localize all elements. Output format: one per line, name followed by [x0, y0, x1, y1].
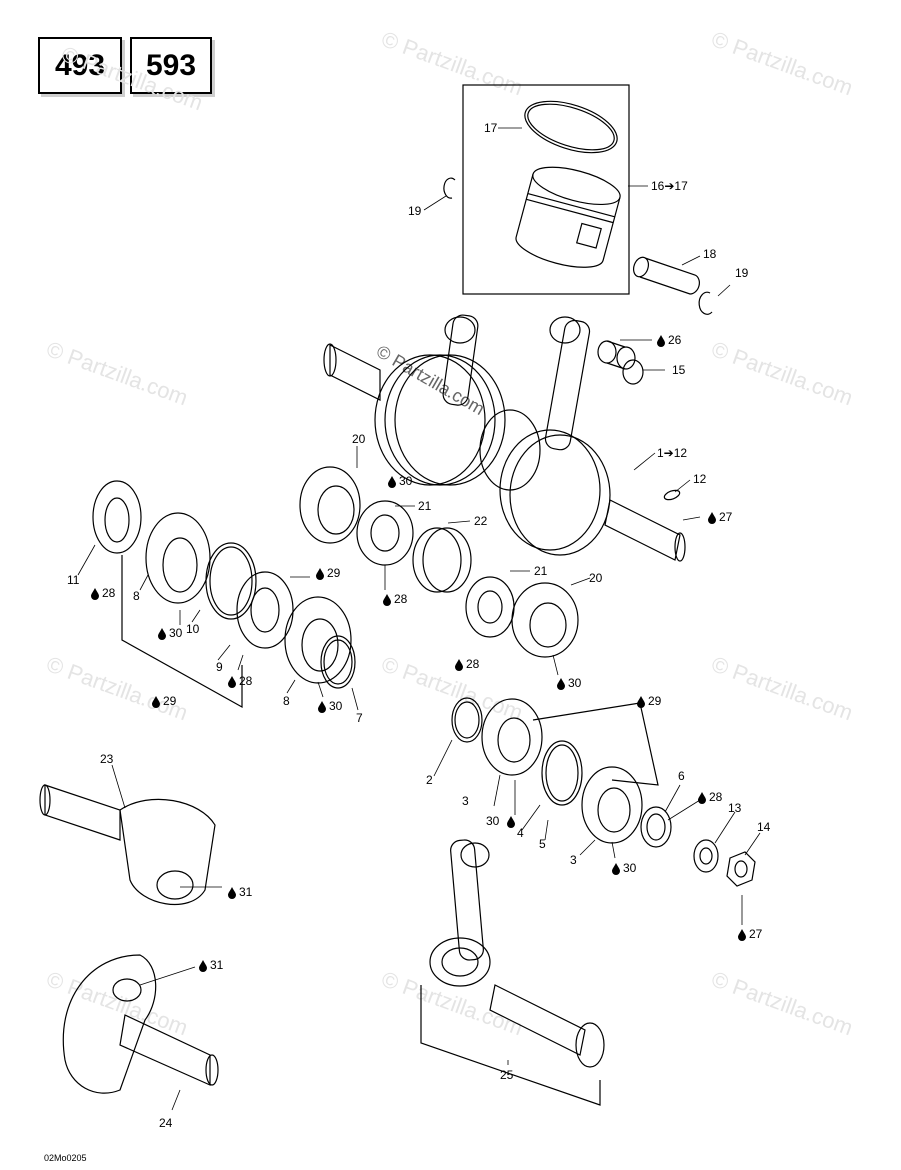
piston-pin: [632, 256, 700, 295]
callout-labels: 17 16➔17 19 18 19 26 15 1➔12 12 27 20 30…: [67, 121, 771, 1130]
callout-11: 11: [67, 573, 80, 587]
callout-28: 28: [466, 657, 480, 671]
callout-6: 6: [678, 769, 685, 783]
callout-31: 31: [239, 885, 253, 899]
ball-bearing: [511, 582, 579, 658]
group-bracket: [420, 985, 601, 1106]
retaining-ring: [320, 635, 356, 689]
piston-kit-box: [462, 84, 630, 295]
callout-3: 3: [570, 853, 577, 867]
drive-gear: [412, 527, 472, 593]
callout-10: 10: [186, 622, 200, 636]
retaining-ring: [205, 542, 257, 620]
group-bracket: [532, 702, 659, 786]
callout-30: 30: [568, 676, 582, 690]
callout-5: 5: [539, 837, 546, 851]
callout-2: 2: [426, 773, 433, 787]
watermark: © Partzilla.com: [43, 966, 191, 1040]
circlip: [698, 291, 713, 315]
callout-30: 30: [169, 626, 183, 640]
callout-29: 29: [163, 694, 177, 708]
oil-seal: [236, 571, 294, 649]
callout-28: 28: [102, 586, 116, 600]
callout-1: 1➔12: [657, 446, 687, 460]
crankshaft-assembly: [323, 314, 686, 562]
woodruff-key: [663, 489, 681, 501]
model-493-badge: 493: [38, 37, 122, 94]
callout-28: 28: [239, 674, 253, 688]
ball-bearing: [145, 512, 211, 604]
callout-12: 12: [693, 472, 707, 486]
watermark: © Partzilla.com: [58, 41, 206, 115]
callout-28: 28: [394, 592, 408, 606]
watermark: © Partzilla.com: [708, 651, 856, 725]
piston: [515, 166, 621, 268]
callout-7: 7: [356, 711, 363, 725]
callout-27: 27: [719, 510, 733, 524]
callout-22: 22: [474, 514, 488, 528]
watermark: © Partzilla.com: [43, 336, 191, 410]
callout-17: 17: [484, 121, 498, 135]
callout-19: 19: [735, 266, 749, 280]
callout-28: 28: [709, 790, 723, 804]
callout-19: 19: [408, 204, 422, 218]
callout-21: 21: [418, 499, 432, 513]
callout-8: 8: [133, 589, 140, 603]
group-bracket: [121, 555, 243, 709]
retaining-ring: [541, 740, 583, 806]
ball-bearing: [481, 698, 543, 776]
callout-29: 29: [648, 694, 662, 708]
callout-30: 30: [329, 699, 343, 713]
oil-seal: [465, 576, 515, 638]
crankshaft-half-pto: [39, 784, 216, 905]
callout-30: 30: [486, 814, 500, 828]
callout-27: 27: [749, 927, 763, 941]
thrust-washer: [622, 359, 644, 385]
callout-9: 9: [216, 660, 223, 674]
model-493-label: 493: [54, 48, 106, 82]
callout-14: 14: [757, 820, 771, 834]
callout-26: 26: [668, 333, 682, 347]
crankshaft-half-mag: [62, 954, 219, 1094]
watermark: © Partzilla.com: [378, 966, 526, 1040]
oil-seal: [356, 500, 414, 566]
callout-4: 4: [517, 826, 524, 840]
model-593-label: 593: [145, 48, 197, 82]
callout-20: 20: [352, 432, 366, 446]
callout-30: 30: [623, 861, 637, 875]
model-593-badge: 593: [130, 37, 212, 94]
callout-25: 25: [500, 1068, 514, 1082]
watermark: © Partzilla.com: [708, 336, 856, 410]
callout-21: 21: [534, 564, 548, 578]
callout-29: 29: [327, 566, 341, 580]
watermark: © Partzilla.com: [43, 651, 191, 725]
watermark: © Partzilla.com: [378, 26, 526, 100]
circlip: [443, 177, 456, 199]
needle-bearing: [597, 340, 617, 364]
ball-bearing: [299, 466, 361, 544]
callout-8: 8: [283, 694, 290, 708]
hex-nut: [726, 851, 756, 887]
drawing-code: 02Mo0205: [44, 1153, 87, 1163]
callout-31: 31: [210, 958, 224, 972]
callout-13: 13: [728, 801, 742, 815]
connecting-rod-kit: [429, 839, 605, 1068]
crankshaft-seal: [92, 480, 142, 554]
callout-24: 24: [159, 1116, 173, 1130]
callout-15: 15: [672, 363, 686, 377]
lock-washer: [693, 839, 719, 873]
watermark: © Partzilla.com: [708, 966, 856, 1040]
callout-20: 20: [589, 571, 603, 585]
callout-16: 16➔17: [651, 179, 688, 193]
callout-30: 30: [399, 474, 413, 488]
piston-ring: [524, 100, 618, 154]
callout-18: 18: [703, 247, 717, 261]
oil-seal: [640, 806, 672, 848]
callout-23: 23: [100, 752, 114, 766]
watermark: © Partzilla.com: [708, 26, 856, 100]
retaining-ring: [451, 697, 483, 743]
ball-bearing: [581, 766, 643, 844]
callout-3: 3: [462, 794, 469, 808]
